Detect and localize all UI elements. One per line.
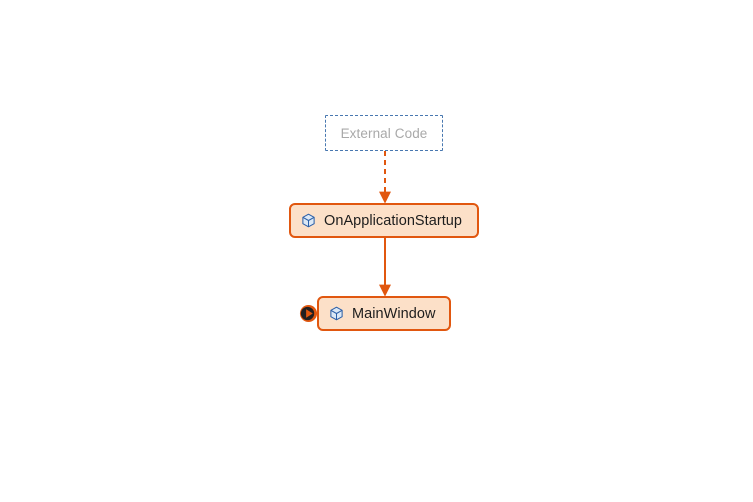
- cube-icon: [330, 306, 343, 321]
- node-onapplicationstartup[interactable]: OnApplicationStartup: [289, 203, 479, 238]
- node-mainwindow-label: MainWindow: [352, 305, 436, 322]
- node-mainwindow[interactable]: MainWindow: [317, 296, 451, 331]
- node-external-code-label: External Code: [340, 125, 428, 141]
- cube-icon: [302, 213, 315, 228]
- node-external-code[interactable]: External Code: [325, 115, 443, 151]
- node-onapplicationstartup-label: OnApplicationStartup: [324, 212, 463, 229]
- entry-point-marker-icon[interactable]: [299, 304, 318, 323]
